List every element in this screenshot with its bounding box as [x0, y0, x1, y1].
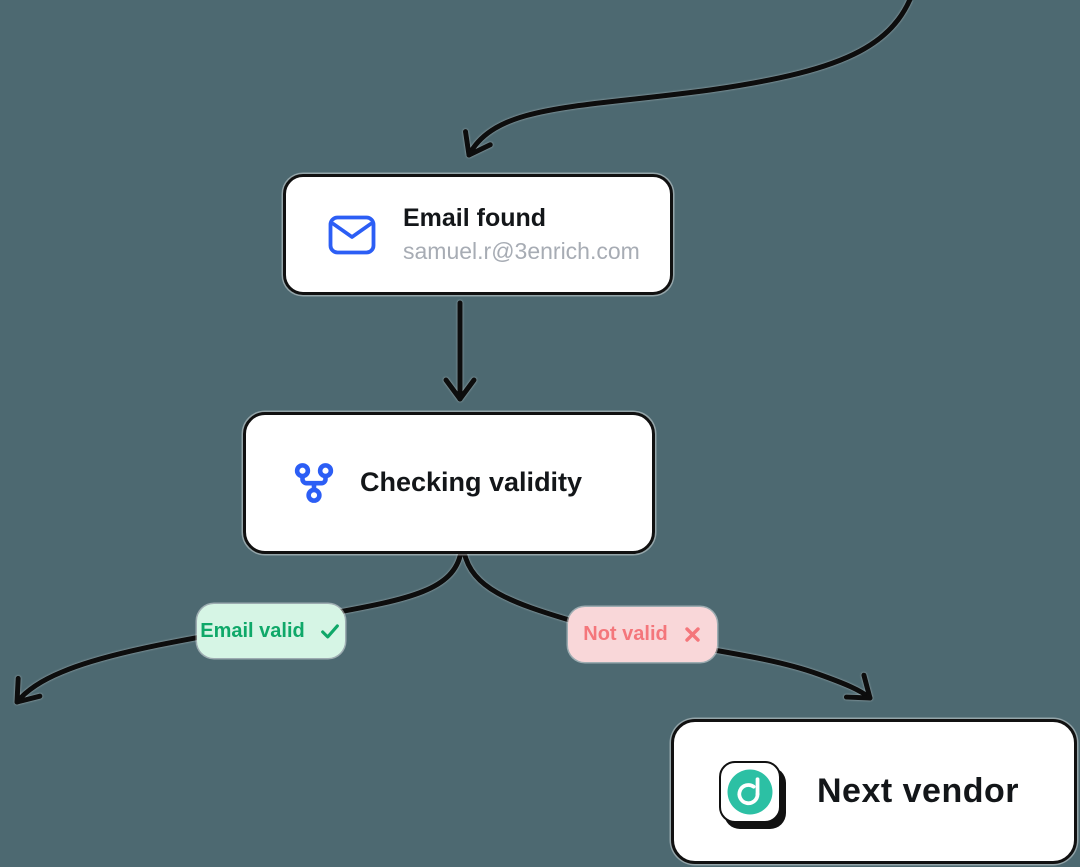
node-title: Next vendor: [817, 771, 1019, 810]
mail-icon: [328, 215, 376, 255]
node-email-found[interactable]: Email found samuel.r@3enrich.com: [283, 174, 673, 295]
node-checking-validity[interactable]: Checking validity: [243, 412, 655, 554]
check-icon: [318, 620, 342, 642]
x-icon: [683, 625, 702, 644]
vendor-logo-icon: [719, 760, 781, 823]
edge-label-not-valid: Not valid: [568, 607, 717, 662]
edge-label-text: Email valid: [200, 619, 305, 642]
edge-label-text: Not valid: [583, 623, 668, 645]
email-address: samuel.r@3enrich.com: [403, 237, 640, 264]
node-title: Email found: [403, 204, 547, 233]
incoming-arrow: [463, 0, 913, 158]
node-next-vendor[interactable]: Next vendor: [671, 719, 1077, 864]
node-title: Checking validity: [360, 467, 583, 498]
edge-label-email-valid: Email valid: [197, 604, 345, 658]
git-fork-icon: [291, 460, 337, 506]
